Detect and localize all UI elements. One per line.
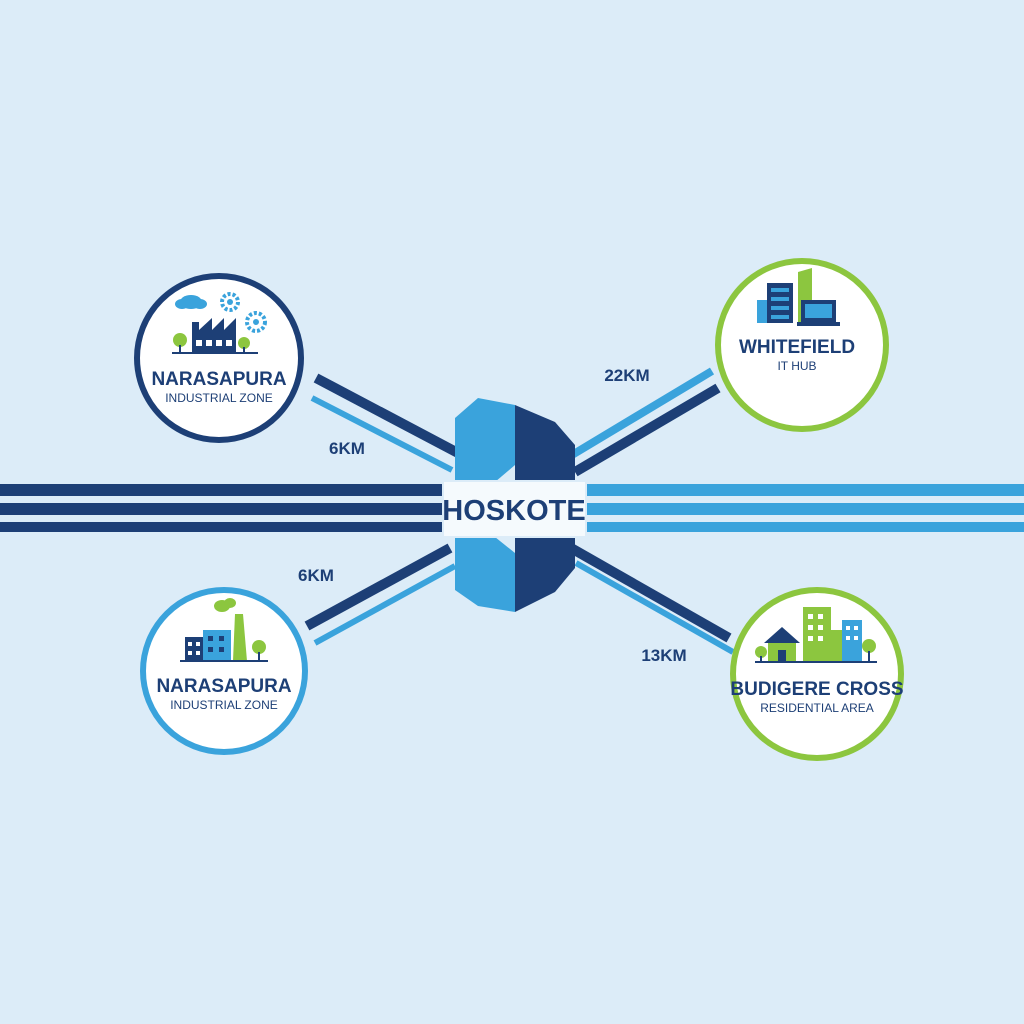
node-bottom-right-title: BUDIGERE CROSS: [730, 679, 903, 700]
road-top-left: [310, 373, 461, 473]
highway-left: [0, 484, 445, 532]
houses-buildings-icon: [755, 607, 877, 663]
node-top-right-subtitle: IT HUB: [777, 359, 816, 373]
hub-interchange: HOSKOTE: [442, 398, 587, 612]
node-top-right-title: WHITEFIELD: [739, 337, 855, 358]
node-top-right: WHITEFIELD IT HUB: [715, 258, 889, 432]
highway-right: [585, 484, 1024, 532]
node-top-left-subtitle: INDUSTRIAL ZONE: [165, 391, 273, 405]
distance-top-right: 22KM: [604, 366, 649, 385]
server-laptop-icon: [757, 268, 840, 326]
road-top-right: [569, 367, 721, 477]
node-top-left: NARASAPURA INDUSTRIAL ZONE: [134, 273, 304, 443]
hub-label: HOSKOTE: [442, 495, 585, 527]
node-bottom-left: NARASAPURA INDUSTRIAL ZONE: [140, 587, 308, 755]
distance-top-left: 6KM: [329, 439, 365, 458]
node-bottom-left-title: NARASAPURA: [156, 676, 291, 697]
road-bottom-right: [568, 543, 735, 655]
node-bottom-right: BUDIGERE CROSS RESIDENTIAL AREA: [730, 587, 904, 761]
hub-label-box: [442, 480, 587, 538]
node-top-left-title: NARASAPURA: [151, 369, 286, 390]
node-bottom-right-subtitle: RESIDENTIAL AREA: [760, 701, 874, 715]
factory-chimney-icon: [180, 598, 268, 662]
factory-gears-icon: [172, 292, 267, 354]
road-bottom-left: [304, 543, 457, 646]
distance-bottom-left: 6KM: [298, 566, 334, 585]
node-bottom-left-subtitle: INDUSTRIAL ZONE: [170, 698, 278, 712]
distance-bottom-right: 13KM: [641, 646, 686, 665]
